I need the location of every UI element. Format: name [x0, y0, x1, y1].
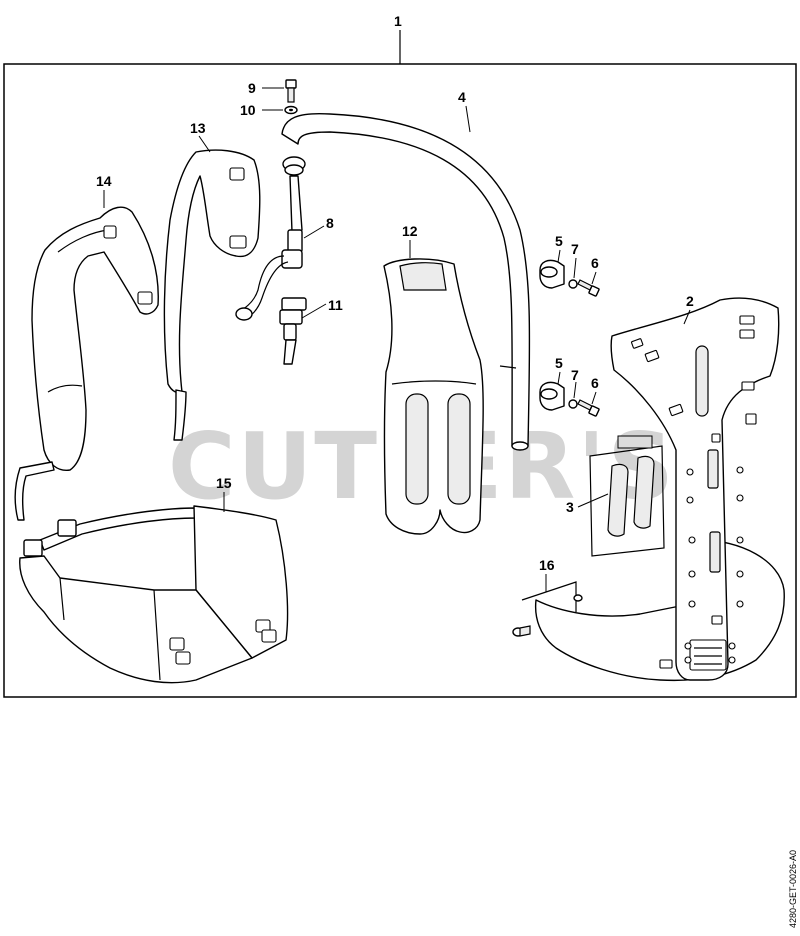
- callout-13: 13: [190, 120, 206, 136]
- callout-2: 2: [686, 293, 694, 309]
- part-7-washer-lower: [568, 399, 578, 409]
- part-10-washer: [284, 105, 298, 115]
- callout-9: 9: [248, 80, 256, 96]
- part-4-support-tube: [281, 112, 531, 451]
- callout-line-5a: [557, 249, 561, 263]
- callout-line-3: [577, 493, 609, 508]
- part-6-screw-lower: [577, 399, 600, 417]
- callout-line-11: [301, 303, 327, 319]
- part-6-screw-upper: [577, 279, 600, 297]
- callout-1: 1: [394, 13, 402, 29]
- callout-6b: 6: [591, 375, 599, 391]
- callout-8: 8: [326, 215, 334, 231]
- part-5-clamp-lower: [539, 381, 565, 411]
- callout-14: 14: [96, 173, 112, 189]
- part-14-shoulder-strap: [14, 206, 159, 521]
- part-16-screw-set: [512, 581, 583, 637]
- callout-line-5b: [557, 371, 561, 385]
- callout-line-13: [198, 135, 211, 153]
- part-15-hip-belt: [19, 505, 289, 684]
- callout-4: 4: [458, 89, 466, 105]
- callout-3: 3: [566, 499, 574, 515]
- part-8-strap-buckle: [235, 156, 306, 321]
- part-5-clamp-upper: [539, 259, 565, 289]
- part-2-back-plate: [534, 297, 785, 682]
- callout-7a: 7: [571, 241, 579, 257]
- callout-15: 15: [216, 475, 232, 491]
- callout-5a: 5: [555, 233, 563, 249]
- drawing-code: 4280-GET-0026-A0: [788, 850, 798, 928]
- callout-line-7b: [573, 381, 577, 399]
- callout-line-6b: [591, 391, 597, 405]
- callout-16: 16: [539, 557, 555, 573]
- part-9-screw: [285, 79, 297, 103]
- callout-5b: 5: [555, 355, 563, 371]
- part-7-washer-upper: [568, 279, 578, 289]
- callout-7b: 7: [571, 367, 579, 383]
- part-13-shoulder-strap: [163, 149, 261, 441]
- callout-line-7a: [573, 257, 577, 279]
- callout-6a: 6: [591, 255, 599, 271]
- part-3-label-set: [589, 435, 665, 557]
- callout-line-8: [303, 225, 325, 239]
- callout-line-2: [683, 309, 691, 325]
- callout-10: 10: [240, 102, 256, 118]
- part-11-buckle: [279, 297, 307, 365]
- callout-11: 11: [328, 297, 343, 313]
- part-12-back-pad: [383, 258, 484, 535]
- callout-line-6a: [591, 271, 597, 285]
- callout-line-4: [465, 105, 471, 133]
- callout-12: 12: [402, 223, 418, 239]
